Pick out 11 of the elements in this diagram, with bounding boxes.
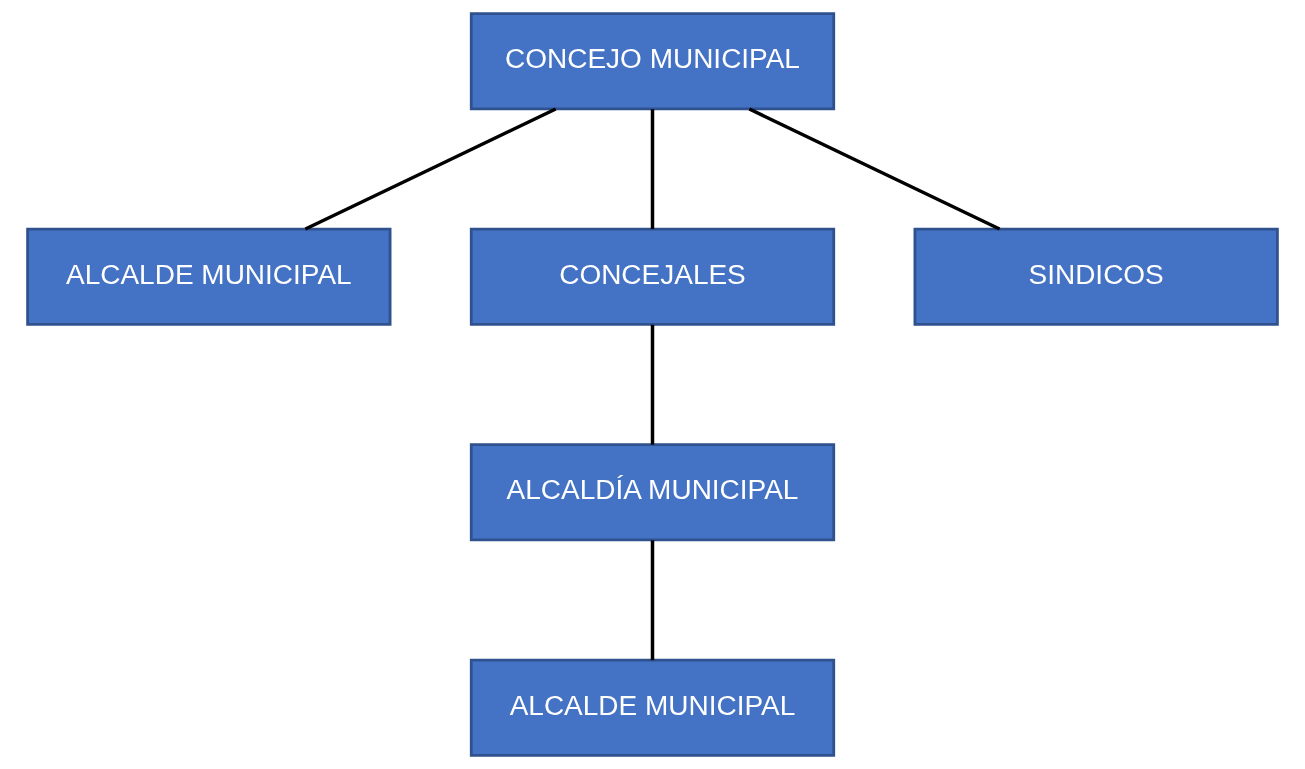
connector [304,107,557,231]
node-box: CONCEJALES [469,227,836,326]
connector [650,109,655,230]
connector [748,107,1001,231]
connector [650,324,655,445]
node-box: SINDICOS [913,227,1279,326]
node-box: ALCALDE MUNICIPAL [26,227,392,326]
connector [650,540,655,661]
node-box: CONCEJO MUNICIPAL [469,12,836,111]
node-box: ALCALDE MUNICIPAL [469,658,836,757]
node-box: ALCALDÍA MUNICIPAL [469,443,836,542]
